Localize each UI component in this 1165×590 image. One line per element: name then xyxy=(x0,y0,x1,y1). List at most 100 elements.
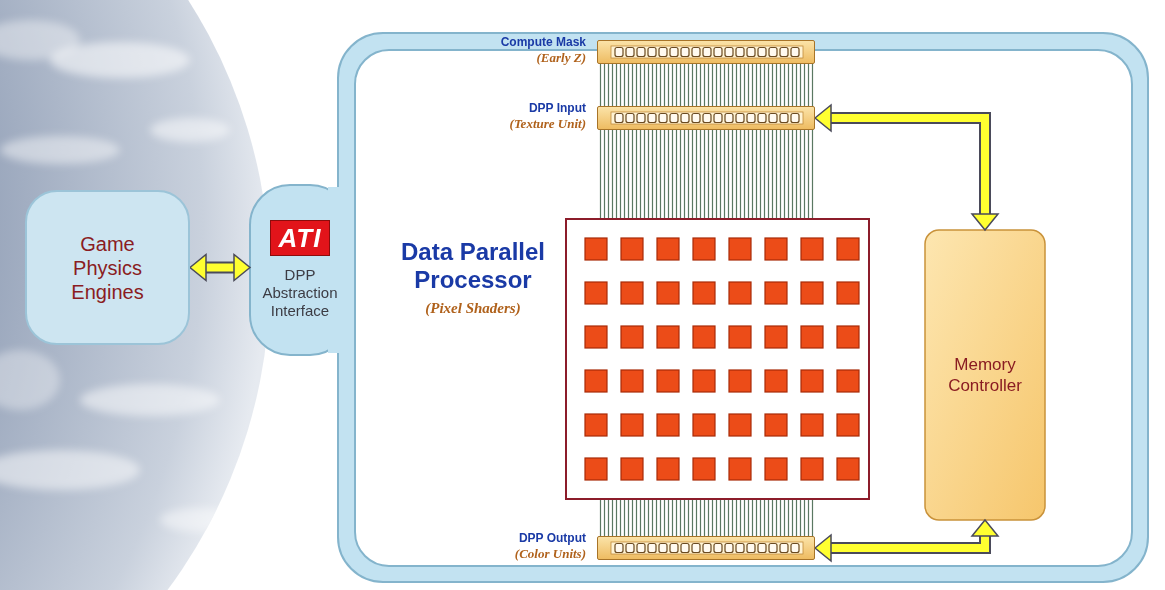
processor-array: Data Parallel Processor(Pixel Shaders) xyxy=(565,218,870,500)
register-cell xyxy=(791,544,799,553)
register-cell xyxy=(714,544,722,553)
register-cell xyxy=(703,544,711,553)
processor-cell xyxy=(837,282,859,304)
arrow-outline xyxy=(830,535,985,548)
processor-cell xyxy=(585,326,607,348)
processor-cell xyxy=(801,326,823,348)
register-cell xyxy=(670,544,678,553)
register-cell xyxy=(626,48,634,57)
register-cell xyxy=(725,114,733,123)
processor-cells xyxy=(567,220,868,498)
processor-cell xyxy=(729,458,751,480)
signal-bus xyxy=(601,64,813,106)
register-cell xyxy=(681,48,689,57)
register-cell xyxy=(637,114,645,123)
processor-cell xyxy=(729,282,751,304)
register-cells xyxy=(598,537,816,561)
cell-strip xyxy=(611,542,803,554)
data-arrow xyxy=(815,105,998,230)
arrow-shaft xyxy=(830,118,985,215)
processor-cell xyxy=(585,282,607,304)
register-cell xyxy=(670,48,678,57)
arrow-head xyxy=(815,105,831,131)
register-cell xyxy=(692,114,700,123)
node-label: Compute Mask xyxy=(501,35,586,50)
earth-globe xyxy=(0,0,270,590)
processor-cell xyxy=(585,238,607,260)
processor-cell xyxy=(837,370,859,392)
register-cell xyxy=(637,544,645,553)
register-cell xyxy=(791,48,799,57)
processor-cell xyxy=(837,238,859,260)
register-cell xyxy=(747,48,755,57)
processor-cell xyxy=(801,370,823,392)
bus-wires xyxy=(601,130,813,218)
dpp-input-bar: DPP Input(Texture Unit) xyxy=(597,106,815,130)
node-label: DPP Output xyxy=(515,531,586,546)
processor-cell xyxy=(657,238,679,260)
processor-cell xyxy=(729,370,751,392)
bus-wires xyxy=(601,500,813,536)
register-cell xyxy=(692,48,700,57)
register-cell xyxy=(747,114,755,123)
register-cell xyxy=(615,544,623,553)
arrow-head xyxy=(815,535,831,561)
processor-cell xyxy=(765,414,787,436)
register-cell xyxy=(736,114,744,123)
processor-cell xyxy=(621,370,643,392)
processor-cell xyxy=(657,370,679,392)
dpp-output-bar: DPP Output(Color Units) xyxy=(597,536,815,560)
register-cell xyxy=(769,544,777,553)
node-sublabel: (Color Units) xyxy=(515,546,586,561)
register-cell xyxy=(615,114,623,123)
register-cell xyxy=(670,114,678,123)
processor-cell xyxy=(621,414,643,436)
bus-wires xyxy=(601,64,813,106)
heading-group: DPP Input(Texture Unit) xyxy=(510,101,586,131)
processor-cell xyxy=(729,326,751,348)
processor-cell xyxy=(693,238,715,260)
heading-group: Data Parallel Processor(Pixel Shaders) xyxy=(393,238,553,318)
processor-cell xyxy=(657,458,679,480)
processor-cell xyxy=(801,458,823,480)
cell-strip xyxy=(611,112,803,124)
node-label: Data Parallel Processor xyxy=(393,238,553,294)
processor-cell xyxy=(693,326,715,348)
processor-cell xyxy=(765,238,787,260)
data-arrow xyxy=(815,520,998,561)
processor-cell xyxy=(765,370,787,392)
register-cell xyxy=(780,544,788,553)
processor-cell xyxy=(765,458,787,480)
register-cell xyxy=(681,544,689,553)
physics-engine-box: Game Physics Engines xyxy=(25,190,190,345)
arrow-outline xyxy=(205,262,235,274)
processor-cell xyxy=(693,414,715,436)
register-cell xyxy=(615,48,623,57)
processor-cell xyxy=(585,458,607,480)
processor-cell xyxy=(621,458,643,480)
processor-cell xyxy=(837,414,859,436)
compute-mask-bar: Compute Mask(Early Z) xyxy=(597,40,815,64)
arrow-head xyxy=(234,255,250,281)
node-sublabel: (Texture Unit) xyxy=(510,116,586,131)
signal-bus xyxy=(601,130,813,218)
register-cells xyxy=(598,41,816,65)
processor-cell xyxy=(657,282,679,304)
register-cell xyxy=(769,48,777,57)
register-cell xyxy=(758,544,766,553)
register-cell xyxy=(681,114,689,123)
register-cell xyxy=(714,114,722,123)
memory-controller-shape xyxy=(925,230,1045,520)
register-cell xyxy=(692,544,700,553)
processor-cell xyxy=(729,414,751,436)
processor-cell xyxy=(585,414,607,436)
node-sublabel: (Early Z) xyxy=(501,50,586,65)
processor-cell xyxy=(837,458,859,480)
processor-cell xyxy=(729,238,751,260)
register-cell xyxy=(659,114,667,123)
arrow-head xyxy=(972,214,998,230)
processor-cell xyxy=(657,326,679,348)
register-cell xyxy=(758,114,766,123)
processor-cell xyxy=(693,282,715,304)
register-cell xyxy=(648,114,656,123)
